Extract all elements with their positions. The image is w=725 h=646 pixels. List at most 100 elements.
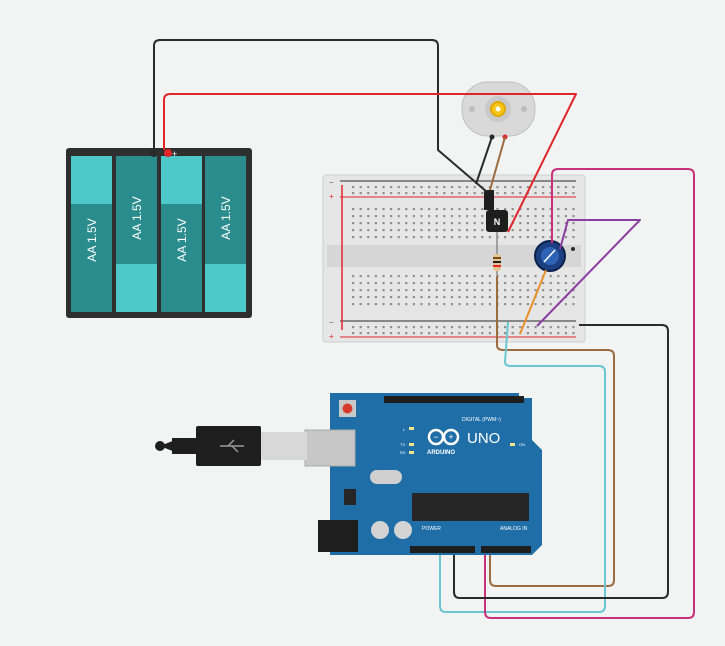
breadboard-hole[interactable]	[564, 222, 567, 225]
breadboard-hole[interactable]	[428, 332, 431, 335]
arduino-uno-board[interactable]: − + UNO ARDUINO DIGITAL (PWM~) POWER ANA…	[304, 393, 542, 555]
breadboard-hole[interactable]	[572, 326, 575, 329]
breadboard-hole[interactable]	[481, 326, 484, 329]
breadboard-hole[interactable]	[542, 192, 545, 195]
breadboard-hole[interactable]	[488, 296, 491, 299]
breadboard-hole[interactable]	[557, 229, 560, 232]
breadboard-hole[interactable]	[420, 332, 423, 335]
breadboard-hole[interactable]	[519, 236, 522, 239]
breadboard-hole[interactable]	[443, 192, 446, 195]
breadboard-hole[interactable]	[390, 192, 393, 195]
breadboard-hole[interactable]	[466, 186, 469, 189]
breadboard-hole[interactable]	[428, 296, 431, 299]
breadboard-hole[interactable]	[435, 229, 438, 232]
breadboard-hole[interactable]	[473, 215, 476, 218]
breadboard-hole[interactable]	[443, 282, 446, 285]
breadboard-hole[interactable]	[374, 326, 377, 329]
breadboard-hole[interactable]	[382, 326, 385, 329]
breadboard-hole[interactable]	[352, 192, 355, 195]
breadboard-hole[interactable]	[557, 192, 560, 195]
breadboard-hole[interactable]	[352, 236, 355, 239]
breadboard-hole[interactable]	[397, 192, 400, 195]
breadboard-hole[interactable]	[390, 303, 393, 306]
diode[interactable]	[484, 190, 494, 210]
breadboard-hole[interactable]	[526, 186, 529, 189]
breadboard-hole[interactable]	[458, 229, 461, 232]
breadboard-hole[interactable]	[352, 186, 355, 189]
breadboard-hole[interactable]	[473, 208, 476, 211]
breadboard-hole[interactable]	[481, 236, 484, 239]
breadboard-hole[interactable]	[473, 289, 476, 292]
breadboard-hole[interactable]	[367, 215, 370, 218]
breadboard-hole[interactable]	[374, 303, 377, 306]
power-header[interactable]	[410, 546, 475, 553]
breadboard-hole[interactable]	[511, 332, 514, 335]
breadboard-hole[interactable]	[504, 332, 507, 335]
breadboard-hole[interactable]	[519, 229, 522, 232]
breadboard-hole[interactable]	[443, 229, 446, 232]
breadboard-hole[interactable]	[435, 326, 438, 329]
breadboard-hole[interactable]	[382, 222, 385, 225]
breadboard-hole[interactable]	[557, 215, 560, 218]
breadboard-hole[interactable]	[466, 208, 469, 211]
breadboard-hole[interactable]	[420, 303, 423, 306]
breadboard-hole[interactable]	[405, 289, 408, 292]
breadboard-hole[interactable]	[405, 229, 408, 232]
breadboard-hole[interactable]	[511, 229, 514, 232]
breadboard-hole[interactable]	[466, 192, 469, 195]
breadboard-hole[interactable]	[466, 296, 469, 299]
breadboard-hole[interactable]	[367, 303, 370, 306]
breadboard-hole[interactable]	[405, 326, 408, 329]
breadboard-hole[interactable]	[390, 222, 393, 225]
breadboard-hole[interactable]	[412, 186, 415, 189]
breadboard-hole[interactable]	[526, 208, 529, 211]
breadboard-hole[interactable]	[420, 192, 423, 195]
breadboard-hole[interactable]	[572, 229, 575, 232]
breadboard-hole[interactable]	[390, 282, 393, 285]
breadboard-hole[interactable]	[473, 303, 476, 306]
breadboard-hole[interactable]	[390, 208, 393, 211]
breadboard-hole[interactable]	[374, 332, 377, 335]
breadboard-hole[interactable]	[352, 208, 355, 211]
breadboard-hole[interactable]	[504, 275, 507, 278]
breadboard-hole[interactable]	[564, 332, 567, 335]
breadboard-hole[interactable]	[458, 222, 461, 225]
breadboard-hole[interactable]	[534, 229, 537, 232]
breadboard-hole[interactable]	[382, 289, 385, 292]
breadboard-hole[interactable]	[412, 275, 415, 278]
breadboard-hole[interactable]	[572, 192, 575, 195]
breadboard-hole[interactable]	[534, 275, 537, 278]
breadboard-hole[interactable]	[450, 296, 453, 299]
breadboard-hole[interactable]	[352, 303, 355, 306]
breadboard-hole[interactable]	[435, 303, 438, 306]
battery-pack[interactable]: AA 1.5V AA 1.5V AA 1.5V AA 1.5V +	[66, 148, 252, 318]
breadboard-hole[interactable]	[435, 186, 438, 189]
breadboard-hole[interactable]	[390, 236, 393, 239]
breadboard-hole[interactable]	[481, 332, 484, 335]
breadboard-hole[interactable]	[473, 332, 476, 335]
breadboard-hole[interactable]	[572, 289, 575, 292]
breadboard-hole[interactable]	[511, 303, 514, 306]
breadboard-hole[interactable]	[428, 326, 431, 329]
breadboard-hole[interactable]	[367, 229, 370, 232]
battery-terminal-minus[interactable]	[150, 149, 158, 157]
breadboard-hole[interactable]	[481, 275, 484, 278]
breadboard-hole[interactable]	[359, 282, 362, 285]
breadboard-hole[interactable]	[526, 229, 529, 232]
breadboard-hole[interactable]	[405, 222, 408, 225]
breadboard-hole[interactable]	[352, 215, 355, 218]
breadboard-hole[interactable]	[496, 208, 499, 211]
breadboard-hole[interactable]	[572, 332, 575, 335]
breadboard-hole[interactable]	[435, 236, 438, 239]
breadboard-hole[interactable]	[519, 303, 522, 306]
breadboard-hole[interactable]	[473, 236, 476, 239]
breadboard-hole[interactable]	[359, 192, 362, 195]
breadboard-hole[interactable]	[534, 303, 537, 306]
breadboard-hole[interactable]	[511, 289, 514, 292]
breadboard-hole[interactable]	[504, 282, 507, 285]
breadboard-hole[interactable]	[428, 186, 431, 189]
breadboard-hole[interactable]	[428, 222, 431, 225]
breadboard-hole[interactable]	[390, 275, 393, 278]
breadboard-hole[interactable]	[412, 326, 415, 329]
breadboard-hole[interactable]	[557, 186, 560, 189]
